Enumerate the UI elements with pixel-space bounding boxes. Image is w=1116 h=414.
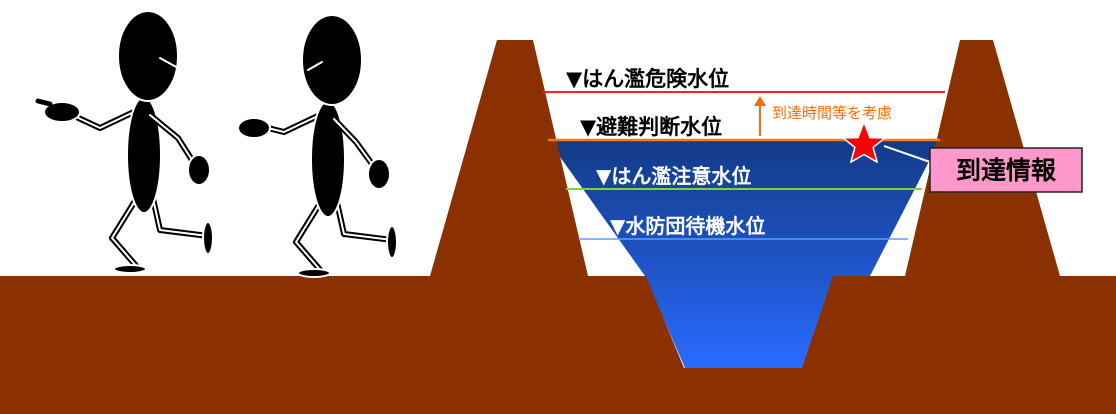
evacuation-level-label: ▼避難判断水位	[580, 115, 722, 139]
arrival-time-note: 到達時間等を考慮	[772, 104, 892, 122]
flood-caution-level-label: ▼はん濫注意水位	[596, 164, 751, 188]
flood-standby-level-label: ▼水防団待機水位	[610, 214, 765, 238]
riverbank-ground	[0, 40, 1116, 414]
walking-person-icon	[237, 14, 398, 278]
flood-danger-level-label: ▼はん濫危険水位	[566, 67, 729, 91]
up-arrow-icon	[754, 96, 766, 136]
arrival-info-pointer	[883, 145, 931, 163]
arrival-info-label: 到達情報	[956, 156, 1057, 185]
walking-person-icon	[35, 10, 214, 274]
arrival-info-box: 到達情報	[929, 147, 1083, 193]
star-icon	[842, 121, 886, 163]
